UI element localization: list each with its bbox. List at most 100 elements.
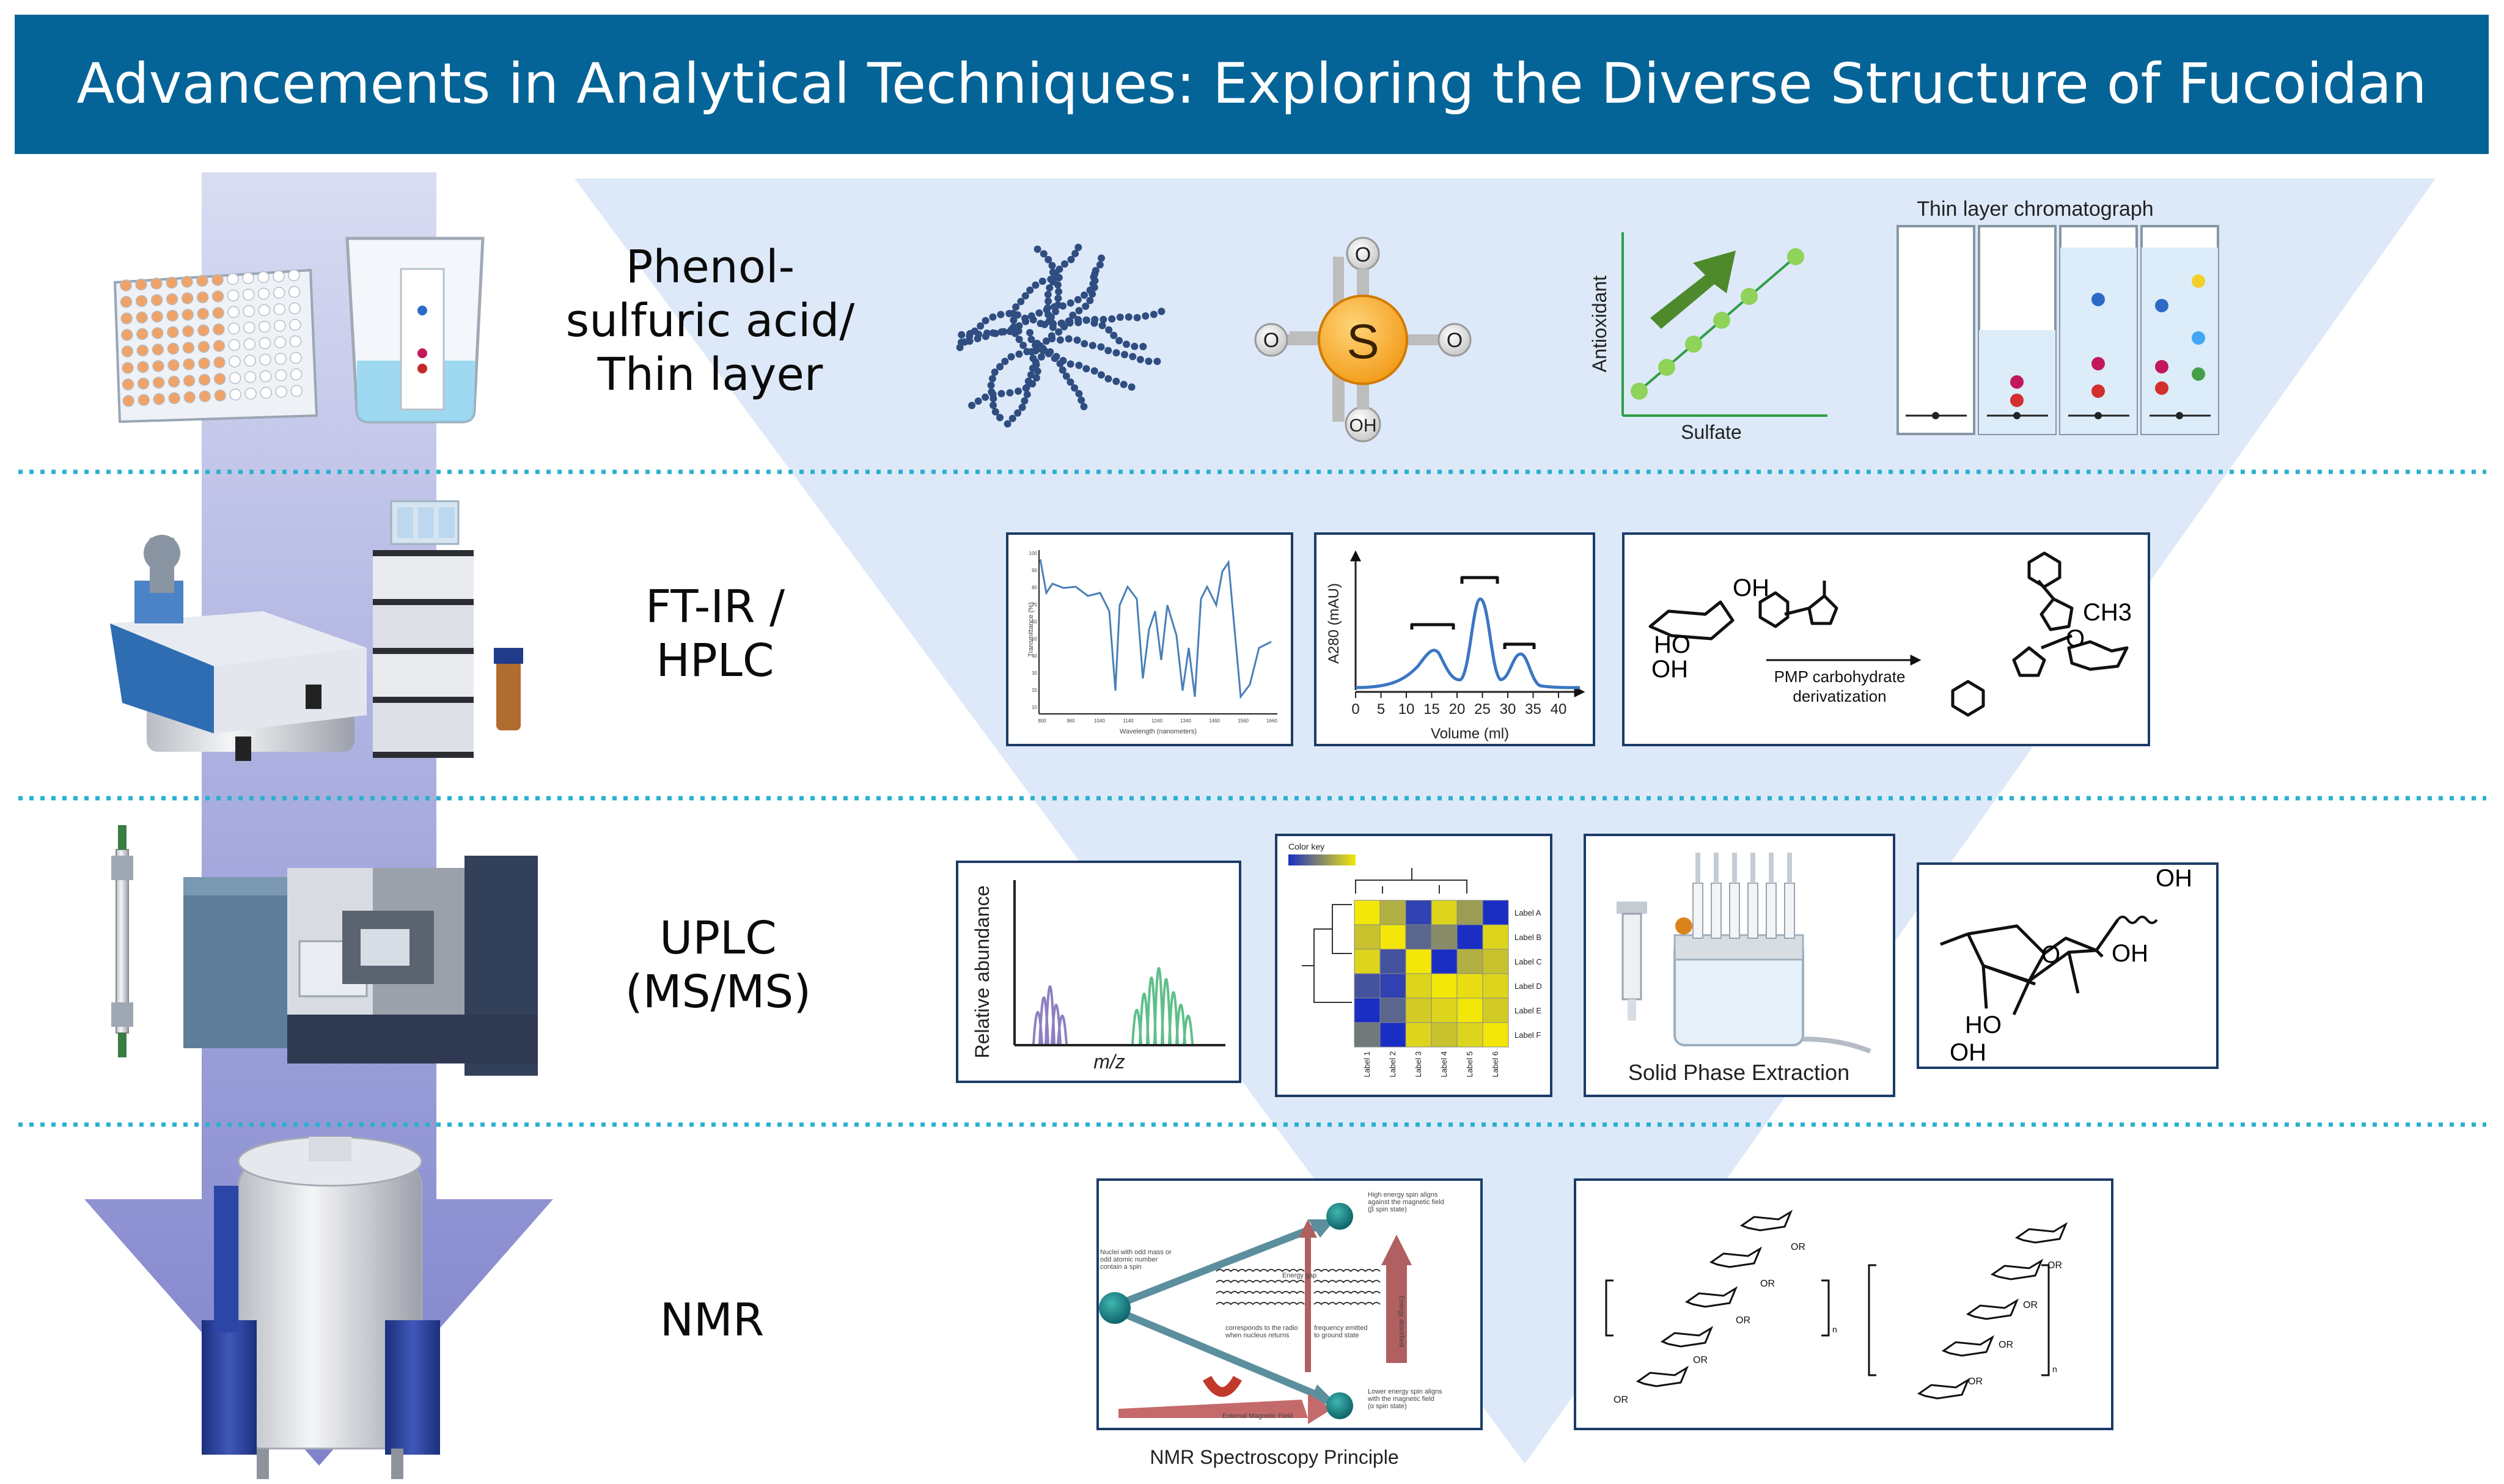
polymer-dot [1037, 342, 1045, 350]
well [288, 269, 300, 282]
polymer-dot [996, 363, 1004, 370]
heatmap-cell [1354, 949, 1381, 974]
ms-peak [1057, 1015, 1068, 1045]
polymer-dot [1086, 286, 1094, 294]
ftir-xtick: 1140 [1123, 718, 1134, 724]
polymer-dot [1074, 243, 1082, 251]
ftir-spectrum-line [1039, 559, 1272, 700]
polymer-dot [988, 375, 996, 383]
wave-line [1216, 1269, 1305, 1273]
polymer-dot [968, 402, 976, 410]
svg-text:frequency emitted: frequency emitted [1314, 1324, 1367, 1332]
sugar-ring [1636, 1365, 1689, 1387]
nmr-magnet-illustration [202, 1136, 440, 1479]
spe-cartridge [1692, 883, 1703, 939]
stage-4-label: NMR [660, 1294, 765, 1346]
polymer-dot [1081, 291, 1089, 299]
polymer-dot [1125, 313, 1133, 321]
well-plate-illustration [113, 268, 318, 424]
polymer-dot [1112, 349, 1120, 357]
polymer-dot [1075, 361, 1083, 369]
polymer-dot [989, 395, 997, 403]
svg-text:odd atomic number: odd atomic number [1100, 1256, 1158, 1263]
sulfate-molecule: S O O O OH [1254, 237, 1472, 443]
or-label: OR [1693, 1355, 1708, 1365]
well [198, 357, 210, 370]
well [260, 386, 272, 399]
or-label: OR [1614, 1395, 1628, 1405]
well [137, 377, 150, 390]
polymer-dot [1001, 358, 1009, 365]
polymer-dot [987, 381, 995, 389]
polymer-dot [1074, 296, 1082, 304]
well [152, 360, 164, 372]
well [274, 336, 287, 348]
polymer-dot [997, 310, 1005, 318]
well [243, 338, 256, 350]
polymer-dot [1051, 303, 1059, 310]
polymer-dot [1046, 284, 1054, 292]
polymer-dot [991, 368, 999, 376]
ftir-ytick: 60 [1032, 619, 1037, 625]
polymer-dot [1029, 364, 1037, 372]
polymer-dot [1021, 397, 1029, 405]
polymer-dot [1054, 281, 1062, 289]
polymer-dot [1032, 347, 1040, 354]
svg-text:m/z: m/z [1093, 1051, 1125, 1073]
polymer-dot [1026, 286, 1034, 294]
svg-text:to ground state: to ground state [1314, 1332, 1359, 1339]
well [167, 359, 180, 372]
svg-text:HPLC: HPLC [656, 634, 774, 687]
heatmap-row-label: Label C [1515, 957, 1542, 966]
polymer-dot [1008, 414, 1016, 422]
heatmap-cell [1482, 924, 1509, 950]
heatmap-row-label: Label F [1515, 1030, 1541, 1040]
spe-needle [1695, 853, 1700, 883]
well [136, 311, 148, 324]
well [167, 342, 180, 355]
spe-cartridge [1784, 883, 1795, 939]
hplc-xtick: 20 [1449, 701, 1466, 718]
spe-box: Solid Phase Extraction [1584, 834, 1895, 1097]
heatmap-row-label: Label A [1515, 908, 1541, 917]
polymer-dot [1024, 377, 1032, 385]
sugar-ring [1660, 1326, 1714, 1348]
well [137, 361, 149, 373]
title-banner [15, 15, 2489, 154]
well [182, 342, 195, 354]
polymer-dot [1026, 329, 1034, 337]
svg-text:UPLC: UPLC [659, 912, 777, 964]
polymer-dot [1014, 409, 1022, 417]
polymer-dot [1021, 292, 1029, 299]
well [243, 321, 255, 334]
well [259, 337, 271, 350]
or-label: OR [1999, 1340, 2013, 1350]
polymer-dot [1034, 245, 1041, 253]
well [243, 305, 255, 317]
polymer-dot [1090, 319, 1098, 327]
stage-1-label: Phenol- sulfuric acid/ Thin layer [566, 241, 855, 401]
well [213, 373, 226, 385]
well [196, 291, 209, 304]
polymer-dot [1098, 321, 1106, 329]
hplc-xtick: 5 [1377, 701, 1385, 718]
polymer-dot [997, 328, 1005, 336]
polymer-dot [1067, 255, 1075, 263]
polymer-dot [1040, 250, 1048, 258]
svg-text:corresponds to the radio: corresponds to the radio [1225, 1324, 1298, 1332]
polymer-dot [1065, 335, 1073, 343]
ftir-ytick: 100 [1029, 551, 1038, 556]
spe-cartridge [1711, 883, 1722, 939]
heatmap-row-label: Label D [1515, 982, 1542, 991]
sugar-ring [1739, 1210, 1793, 1232]
polymer-dot [1071, 249, 1079, 257]
svg-text:O: O [1447, 329, 1463, 352]
heatmap-cell [1354, 924, 1381, 950]
heatmap-cell [1482, 1022, 1509, 1048]
or-label: OR [1968, 1376, 1983, 1387]
polymer-dot [1043, 306, 1051, 314]
polymer-dot [1067, 360, 1074, 368]
polymer-dot [977, 322, 985, 330]
svg-text:Solid Phase Extraction: Solid Phase Extraction [1628, 1060, 1849, 1085]
